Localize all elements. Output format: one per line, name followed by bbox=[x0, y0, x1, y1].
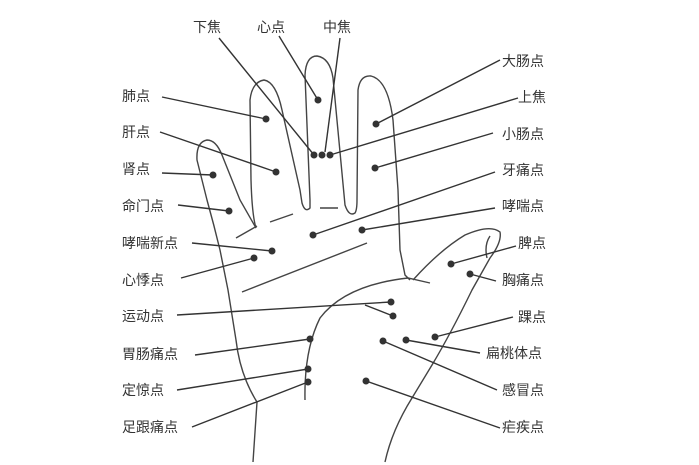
dot-xiajiao bbox=[310, 151, 318, 159]
label-nueji: 疟疾点 bbox=[502, 420, 544, 436]
dot-dachang bbox=[372, 120, 380, 128]
dot-dingjing bbox=[304, 365, 312, 373]
dot-biantaoti bbox=[402, 336, 410, 344]
dot-ganmao bbox=[379, 337, 387, 345]
labels: 下焦 心点 中焦 肺点 肝点 肾点 命门点 哮喘新点 心悸点 运动点 胃肠痛点 … bbox=[122, 20, 546, 436]
label-zugen: 足跟痛点 bbox=[122, 419, 178, 436]
acupoint-dots bbox=[209, 96, 474, 386]
dot-weichang bbox=[306, 335, 314, 343]
label-pidian: 脾点 bbox=[518, 236, 546, 252]
dot-feidian bbox=[262, 115, 270, 123]
dot-yundong-2 bbox=[389, 312, 397, 320]
label-xiongtong: 胸痛点 bbox=[502, 272, 544, 289]
dot-xiaochang bbox=[371, 164, 379, 172]
dot-xindian bbox=[314, 96, 322, 104]
dot-huaidian bbox=[431, 333, 439, 341]
label-zhongjiao: 中焦 bbox=[323, 20, 351, 36]
dot-mingmen bbox=[225, 207, 233, 215]
label-yundong: 运动点 bbox=[122, 309, 164, 325]
leader-lines bbox=[159, 35, 519, 429]
label-xinji: 心悸点 bbox=[122, 273, 164, 289]
dot-yundong-1 bbox=[387, 298, 395, 306]
dot-zhongjiao bbox=[318, 151, 326, 159]
dot-gandian bbox=[272, 168, 280, 176]
label-ganmao: 感冒点 bbox=[502, 382, 544, 399]
dot-xiaochuanxin bbox=[268, 247, 276, 255]
dot-shendian bbox=[209, 171, 217, 179]
label-shendian: 肾点 bbox=[122, 162, 150, 178]
dot-yatong bbox=[309, 231, 317, 239]
label-dingjing: 定惊点 bbox=[122, 383, 164, 399]
label-mingmen: 命门点 bbox=[122, 198, 164, 215]
label-xindian: 心点 bbox=[257, 20, 285, 36]
label-xiajiao: 下焦 bbox=[193, 20, 221, 36]
label-xiaochang: 小肠点 bbox=[502, 127, 544, 143]
dot-zugen bbox=[304, 378, 312, 386]
dot-pidian bbox=[447, 260, 455, 268]
label-weichang: 胃肠痛点 bbox=[122, 346, 178, 363]
label-biantaoti: 扁桃体点 bbox=[486, 346, 542, 362]
label-dachang: 大肠点 bbox=[502, 54, 544, 70]
label-huaidian: 踝点 bbox=[518, 310, 546, 326]
label-xiaochuanxin: 哮喘新点 bbox=[122, 235, 178, 252]
label-yatong: 牙痛点 bbox=[502, 162, 544, 179]
label-xiaochuan: 哮喘点 bbox=[502, 198, 544, 215]
dot-xiaochuan bbox=[358, 226, 366, 234]
label-feidian: 肺点 bbox=[122, 89, 150, 105]
dot-nueji bbox=[362, 377, 370, 385]
dot-shangjiao bbox=[326, 151, 334, 159]
dot-xinji bbox=[250, 254, 258, 262]
label-gandian: 肝点 bbox=[122, 125, 150, 141]
dot-xiongtong bbox=[466, 270, 474, 278]
label-shangjiao: 上焦 bbox=[518, 90, 546, 106]
